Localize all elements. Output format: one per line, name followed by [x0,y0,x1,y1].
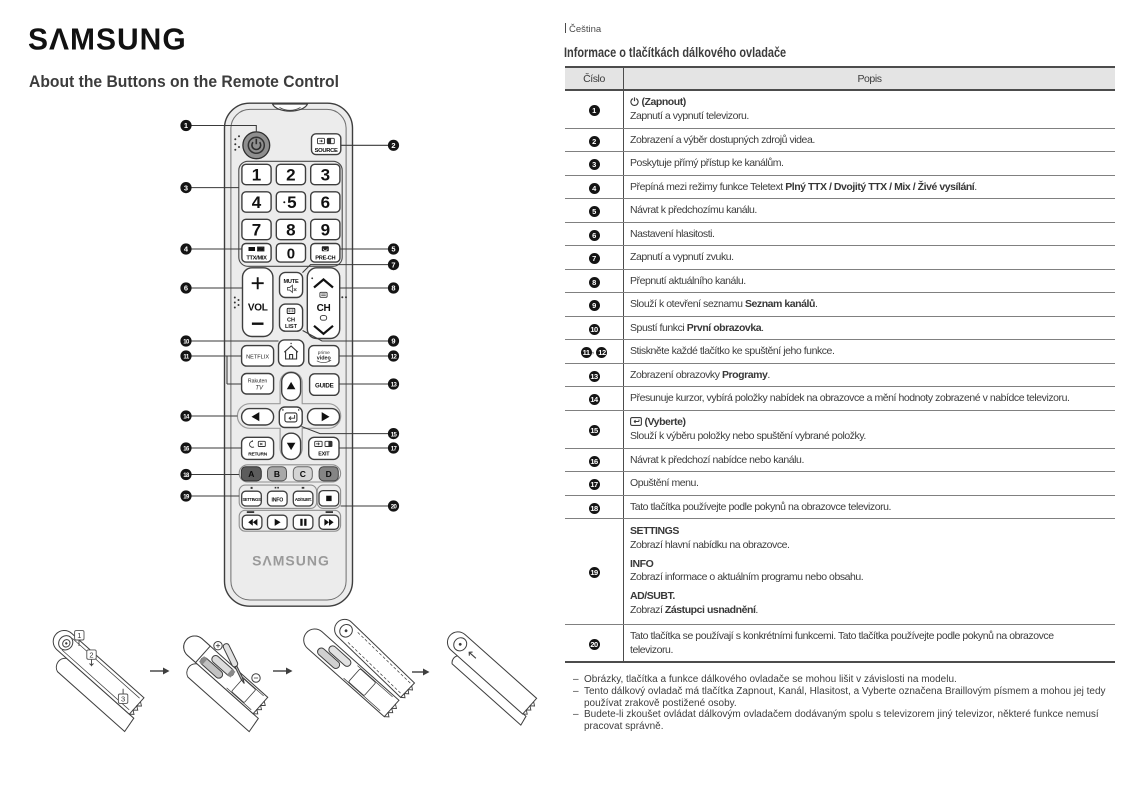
svg-text:8: 8 [391,284,395,293]
svg-text:13: 13 [391,383,398,389]
svg-text:9: 9 [321,221,330,240]
svg-text:video: video [317,355,332,361]
svg-text:5: 5 [391,245,395,254]
svg-text:3: 3 [184,183,188,192]
svg-text:LIST: LIST [285,324,298,330]
svg-text:0: 0 [287,246,295,263]
svg-text:3: 3 [321,166,330,185]
svg-text:14: 14 [183,415,190,421]
svg-text:7: 7 [391,260,395,269]
svg-text:PRE-CH: PRE-CH [315,256,335,262]
svg-text:prime: prime [318,350,330,356]
svg-text:INFO: INFO [272,497,284,503]
svg-text:17: 17 [391,447,398,453]
svg-text:VOL: VOL [248,303,268,314]
svg-text:RETURN: RETURN [248,451,268,457]
svg-text:TV: TV [255,386,264,392]
svg-text:9: 9 [391,337,395,346]
svg-text:1: 1 [184,121,188,130]
svg-text:7: 7 [252,221,261,240]
svg-text:1: 1 [77,631,81,640]
svg-text:6: 6 [184,284,188,293]
svg-text:15: 15 [391,432,398,438]
svg-text:5: 5 [287,193,296,212]
svg-text:Rakuten: Rakuten [248,378,267,384]
svg-text:4: 4 [184,245,189,254]
svg-text:10: 10 [183,340,190,346]
svg-text:TTX/MIX: TTX/MIX [246,256,267,262]
svg-text:AD/SUBT.: AD/SUBT. [295,497,312,502]
svg-text:EXIT: EXIT [318,451,330,457]
svg-text:SΛMSUNG: SΛMSUNG [252,553,330,569]
svg-text:D: D [326,469,332,479]
svg-text:SOURCE: SOURCE [315,148,338,154]
svg-text:2: 2 [89,651,93,660]
svg-text:CH: CH [287,318,295,324]
svg-text:CH: CH [317,303,331,314]
svg-text:B: B [274,469,280,479]
svg-text:8: 8 [286,221,295,240]
svg-text:4: 4 [252,193,262,212]
svg-text:16: 16 [183,447,190,453]
svg-text:2: 2 [286,166,295,185]
svg-text:2: 2 [391,141,395,150]
svg-text:12: 12 [391,355,398,361]
svg-text:3: 3 [121,695,125,704]
svg-text:11: 11 [183,355,189,361]
svg-text:GUIDE: GUIDE [315,382,334,389]
svg-text:20: 20 [391,505,398,511]
svg-text:C: C [300,469,306,479]
svg-text:MUTE: MUTE [283,279,299,285]
svg-text:1: 1 [252,166,261,185]
svg-text:SETTINGS: SETTINGS [242,497,261,502]
svg-text:NETFLIX: NETFLIX [246,354,269,360]
svg-text:A: A [248,469,254,479]
svg-text:19: 19 [183,495,190,501]
svg-text:18: 18 [183,473,190,479]
svg-text:6: 6 [321,193,330,212]
